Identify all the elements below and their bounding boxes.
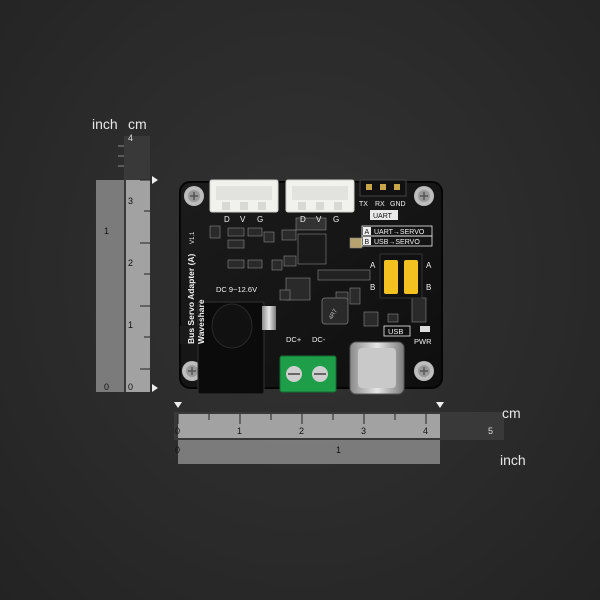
usb-c-port — [349, 341, 405, 395]
pcb-board: D V G D V G TX RX GND UART A UART→SERVO … — [179, 179, 443, 395]
ruler-h-cm-4: 4 — [423, 426, 429, 436]
silk-pin-right-d: D — [300, 215, 306, 224]
silk-pin-left-v: V — [240, 215, 246, 224]
silk-inductor-value: 4R7 — [328, 308, 339, 321]
silk-mode-b-text: USB→SERVO — [374, 239, 420, 246]
silk-pin-left-g: G — [257, 215, 263, 224]
ruler-h-cm-1: 1 — [237, 426, 243, 436]
silk-jumper-a-left: A — [370, 261, 376, 270]
screw-bottom-right — [414, 361, 434, 381]
ruler-v-inch-0: 0 — [104, 382, 110, 392]
servo-connector-right — [285, 179, 355, 213]
ruler-v-cm-1: 1 — [128, 320, 134, 330]
ruler-unit-inch-vertical: inch — [92, 116, 118, 132]
screw-top-left — [184, 186, 204, 206]
pwr-led — [420, 326, 430, 332]
silk-jumper-a-right: A — [426, 261, 432, 270]
silk-pin-left-d: D — [224, 215, 230, 224]
silk-pin-right-v: V — [316, 215, 322, 224]
dc-barrel-jack — [180, 301, 276, 395]
ruler-unit-cm-horizontal: cm — [502, 405, 521, 421]
ruler-v-cm-3: 3 — [128, 196, 134, 206]
ruler-v-cm-2: 2 — [128, 258, 134, 268]
silk-uart-label: UART — [373, 213, 393, 220]
ruler-unit-inch-horizontal: inch — [500, 452, 526, 468]
mode-jumper — [379, 253, 423, 299]
silk-dc-minus: DC- — [312, 335, 326, 344]
silk-dc-input: DC 9~12.6V — [216, 285, 257, 294]
silk-jumper-b-left: B — [370, 283, 375, 292]
silk-mode-a-text: UART→SERVO — [374, 229, 425, 236]
silk-pin-right-g: G — [333, 215, 339, 224]
screw-top-right — [414, 186, 434, 206]
horizontal-ruler — [174, 402, 504, 464]
silk-header-tx: TX — [359, 201, 368, 208]
silk-board-title: Bus Servo Adapter (A) — [186, 253, 196, 344]
servo-connector-left — [209, 179, 279, 213]
silk-header-gnd: GND — [390, 201, 406, 208]
vertical-ruler — [96, 136, 158, 392]
silk-board-version: V1.1 — [190, 231, 196, 244]
ruler-h-cm-0: 0 — [175, 426, 181, 436]
silk-mode-a: A — [365, 229, 370, 236]
silk-jumper-b-right: B — [426, 283, 431, 292]
screw-bottom-left — [182, 361, 202, 381]
silk-mode-b: B — [365, 239, 370, 246]
ruler-h-inch-1: 1 — [336, 445, 342, 455]
ruler-v-cm-4: 4 — [128, 133, 134, 143]
ruler-h-cm-5: 5 — [488, 426, 494, 436]
uart-header-pins — [359, 179, 407, 197]
ruler-unit-cm-vertical: cm — [128, 116, 147, 132]
ruler-h-cm-3: 3 — [361, 426, 367, 436]
silk-board-brand: Waveshare — [196, 299, 206, 344]
ruler-v-inch-1: 1 — [104, 226, 110, 236]
inductor — [321, 297, 349, 325]
silk-usb-label: USB — [388, 327, 403, 336]
ruler-v-cm-0: 0 — [128, 382, 134, 392]
silk-dc-plus: DC+ — [286, 335, 302, 344]
silk-header-rx: RX — [375, 201, 385, 208]
ruler-h-inch-0: 0 — [175, 445, 181, 455]
ruler-h-cm-2: 2 — [299, 426, 305, 436]
silk-pwr-label: PWR — [414, 337, 432, 346]
green-terminal-block — [279, 355, 337, 393]
